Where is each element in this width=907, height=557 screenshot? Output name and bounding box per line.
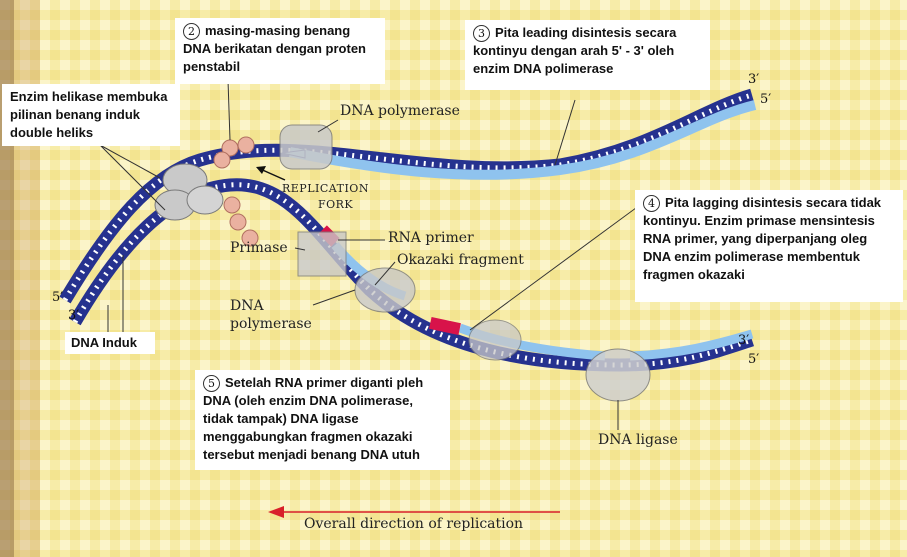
overall-direction-arrowhead — [268, 506, 284, 518]
end-top-3prime: 3′ — [748, 72, 760, 87]
note-helicase: Enzim helikase membuka pilinan benang in… — [2, 84, 180, 146]
note-5-text: Setelah RNA primer diganti pleh DNA (ole… — [203, 375, 424, 463]
label-dna-polymerase-lagging-2: polymerase — [230, 316, 312, 332]
leading-strand — [289, 100, 757, 180]
dna-polymerase-lagging-2 — [468, 319, 522, 361]
dna-ligase-protein — [585, 348, 651, 402]
rna-primer-2 — [429, 317, 461, 335]
helicase — [154, 163, 224, 221]
label-dna-polymerase-top: DNA polymerase — [340, 103, 460, 119]
end-left-3prime: 3′ — [68, 308, 80, 323]
note-2-text: masing-masing benang DNA berikatan denga… — [183, 23, 366, 75]
label-fork: FORK — [318, 198, 354, 211]
note-2-number: 2 — [183, 23, 200, 41]
label-okazaki-fragment: Okazaki fragment — [397, 252, 524, 268]
primase-protein — [297, 231, 347, 277]
label-dna-polymerase-lagging-1: DNA — [230, 298, 264, 314]
fork-arrowhead — [256, 166, 266, 174]
note-3-text: Pita leading disintesis secara kontinyu … — [473, 25, 677, 77]
dna-induk-text: DNA Induk — [71, 335, 137, 350]
end-top-5prime: 5′ — [760, 92, 772, 107]
label-rna-primer: RNA primer — [388, 230, 474, 246]
note-3-number: 3 — [473, 25, 490, 43]
note-4-number: 4 — [643, 195, 660, 213]
note-dna-induk: DNA Induk — [65, 332, 155, 354]
single-strand-binding-proteins — [213, 136, 259, 247]
note-5-number: 5 — [203, 375, 220, 393]
note-4-text: Pita lagging disintesis secara tidak kon… — [643, 195, 882, 283]
label-overall-direction: Overall direction of replication — [304, 516, 524, 532]
end-left-5prime: 5′ — [52, 290, 64, 305]
end-bottom-3prime: 3′ — [738, 333, 750, 348]
leader-lines — [99, 79, 641, 430]
okazaki-fragment-3 — [629, 329, 754, 361]
label-dna-ligase: DNA ligase — [598, 432, 678, 448]
dna-polymerase-leading — [279, 124, 333, 170]
note-helicase-text: Enzim helikase membuka pilinan benang in… — [10, 89, 168, 140]
dna-polymerase-lagging — [354, 267, 416, 313]
label-replication: REPLICATION — [282, 182, 369, 195]
end-bottom-5prime: 5′ — [748, 352, 760, 367]
parent-strand-upper-ticks — [62, 92, 753, 302]
label-primase: Primase — [230, 240, 288, 256]
